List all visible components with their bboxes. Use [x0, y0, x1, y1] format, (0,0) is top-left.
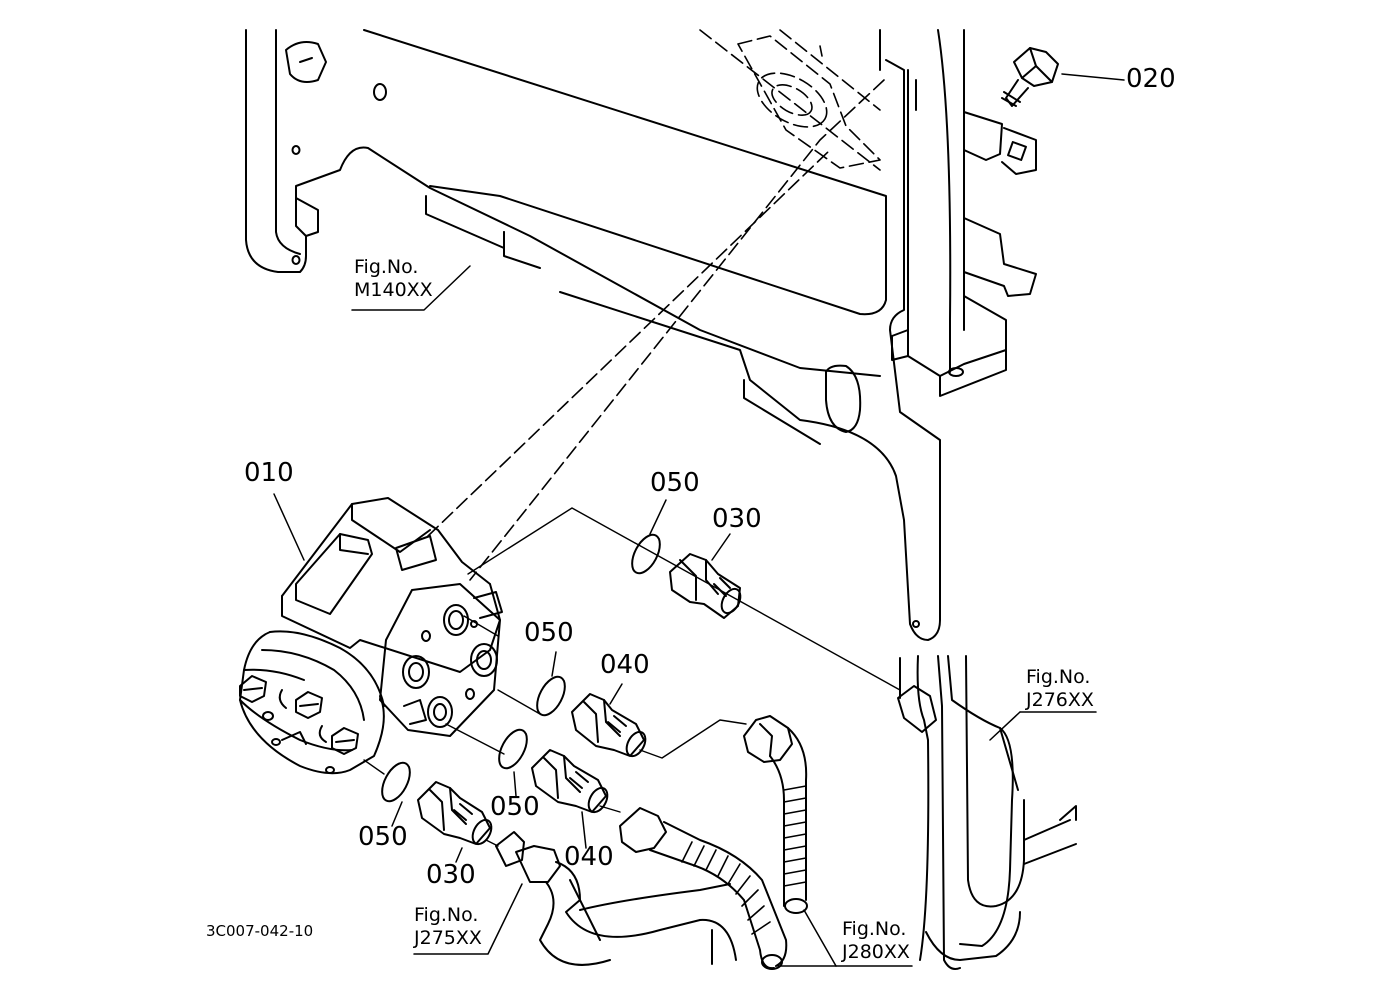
figure-ref-j276: Fig.No. J276XX	[1026, 666, 1094, 712]
figure-ref-number: J275XX	[414, 926, 482, 949]
hidden-lines	[427, 29, 885, 581]
frame-bracket	[245, 29, 941, 641]
adapter-030-upper	[669, 553, 742, 619]
figure-ref-m140: Fig.No. M140XX	[354, 256, 433, 302]
figure-ref-number: J280XX	[842, 940, 910, 963]
steering-valve	[239, 497, 503, 775]
figure-ref-label: Fig.No.	[414, 904, 479, 926]
part-label-040-lower: 040	[564, 842, 614, 872]
hose-j275	[495, 831, 737, 966]
part-label-010: 010	[244, 458, 294, 488]
part-label-050-b: 050	[524, 618, 574, 648]
figure-ref-j275: Fig.No. J275XX	[414, 904, 482, 950]
part-label-040-upper: 040	[600, 650, 650, 680]
part-label-030-upper: 030	[712, 504, 762, 534]
figure-ref-j280: Fig.No. J280XX	[842, 918, 910, 964]
part-label-050-d: 050	[358, 822, 408, 852]
adapter-030-lower	[417, 781, 493, 846]
figure-ref-number: M140XX	[354, 278, 433, 301]
figure-ref-label: Fig.No.	[354, 256, 419, 278]
part-label-020: 020	[1126, 64, 1176, 94]
part-label-050-a: 050	[650, 468, 700, 498]
o-rings	[381, 533, 661, 803]
assembly-lines	[363, 507, 901, 847]
figure-ref-number: J276XX	[1026, 688, 1094, 711]
figure-ref-label: Fig.No.	[1026, 666, 1091, 688]
adapter-040-upper	[571, 693, 647, 758]
bolt-020	[1001, 47, 1059, 107]
part-label-050-c: 050	[490, 792, 540, 822]
figure-ref-label: Fig.No.	[842, 918, 907, 940]
part-label-030-lower: 030	[426, 860, 476, 890]
hose-j276	[897, 655, 1077, 970]
drawing-code: 3C007-042-10	[206, 922, 314, 940]
column-support	[879, 29, 1037, 397]
leader-lines	[273, 73, 1125, 967]
adapter-040-lower	[531, 749, 609, 814]
hose-j280	[619, 715, 808, 970]
